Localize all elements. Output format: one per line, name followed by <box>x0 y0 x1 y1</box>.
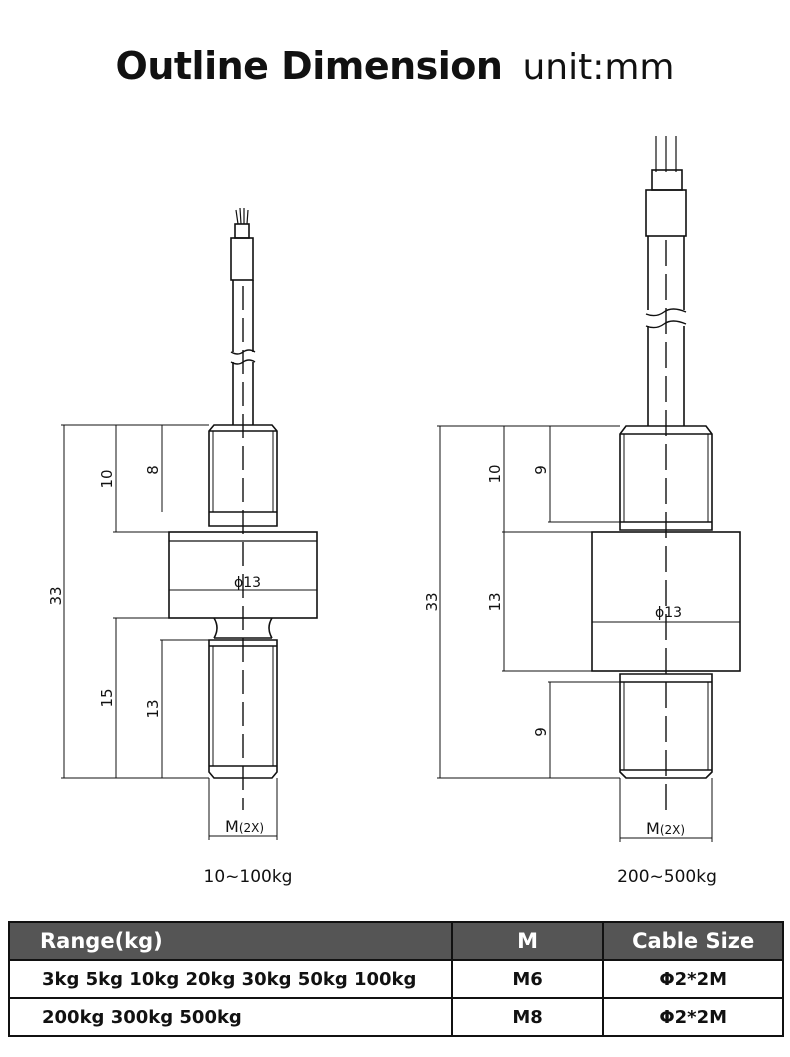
header-cable-size: Cable Size <box>602 921 784 961</box>
outline-drawing: 33 10 8 15 13 ϕ13 M(2X) 33 10 9 13 9 ϕ13… <box>47 136 741 887</box>
left-thread-letter: M <box>225 817 239 836</box>
title-text: Outline Dimension <box>115 44 503 88</box>
left-dim-diameter: ϕ13 <box>234 575 261 591</box>
left-dim-overall: 33 <box>47 586 65 605</box>
right-dim-body: 13 <box>486 592 504 611</box>
left-dim-thread: M(2X) <box>225 817 264 836</box>
table-row: 3kg 5kg 10kg 20kg 30kg 50kg 100kg M6 Φ2*… <box>8 959 784 999</box>
table-row: 200kg 300kg 500kg M8 Φ2*2M <box>8 997 784 1037</box>
page-title: Outline Dimension unit:mm <box>0 44 790 88</box>
right-dim-overall: 33 <box>423 592 441 611</box>
row-m: M6 <box>450 959 605 999</box>
right-dim-diameter: ϕ13 <box>655 605 682 621</box>
left-thread-qty: (2X) <box>239 821 264 835</box>
left-dim-bottom-thread: 13 <box>144 699 162 718</box>
header-m: M <box>450 921 605 961</box>
right-thread-qty: (2X) <box>660 823 685 837</box>
right-dim-bottom-thread: 9 <box>532 727 550 737</box>
right-dim-thread: M(2X) <box>646 819 685 838</box>
row-range: 3kg 5kg 10kg 20kg 30kg 50kg 100kg <box>8 959 453 999</box>
spec-table-header: Range(kg) M Cable Size <box>8 921 784 961</box>
unit-label: unit:mm <box>522 47 675 88</box>
left-sensor-outline <box>61 207 318 840</box>
right-dim-top: 10 <box>486 464 504 483</box>
right-sensor-outline <box>437 136 741 842</box>
left-caption: 10~100kg <box>204 867 293 887</box>
row-range: 200kg 300kg 500kg <box>8 997 453 1037</box>
right-dim-top-thread: 9 <box>532 465 550 475</box>
left-dim-top-thread: 8 <box>144 465 162 475</box>
row-m: M8 <box>450 997 605 1037</box>
right-thread-letter: M <box>646 819 660 838</box>
header-range: Range(kg) <box>8 921 453 961</box>
right-caption: 200~500kg <box>617 867 717 887</box>
row-cable-size: Φ2*2M <box>602 997 784 1037</box>
left-dim-top: 10 <box>98 469 116 488</box>
spec-table: Range(kg) M Cable Size 3kg 5kg 10kg 20kg… <box>8 921 784 1037</box>
row-cable-size: Φ2*2M <box>602 959 784 999</box>
left-dim-bottom: 15 <box>98 688 116 707</box>
